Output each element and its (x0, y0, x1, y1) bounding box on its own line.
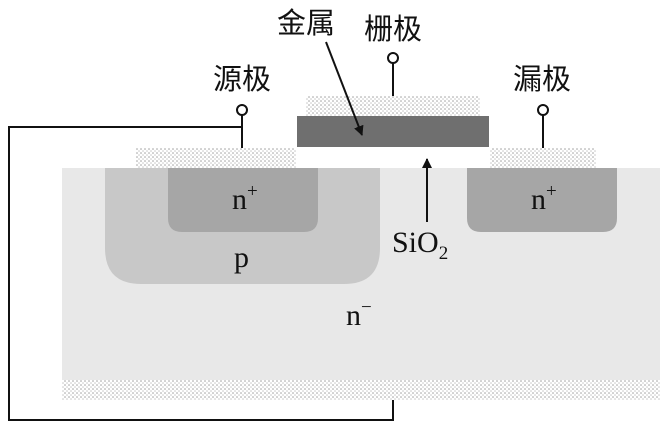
n-plus-left-label: n+ (232, 181, 258, 216)
gate-terminal-icon (387, 52, 399, 64)
drain-label: 漏极 (513, 62, 571, 96)
oxide-label: SiO2 (392, 226, 448, 264)
p-region-label: p (234, 241, 249, 274)
gate-label: 栅极 (364, 12, 422, 46)
source-label: 源极 (213, 62, 271, 96)
metal-label: 金属 (277, 6, 335, 40)
gate-metal (297, 116, 489, 147)
drain-dotted-contact (490, 148, 596, 168)
drain-terminal-icon (537, 104, 549, 116)
gate-dotted-contact (306, 96, 480, 116)
n-plus-region-left (168, 168, 318, 232)
source-terminal-icon (236, 104, 248, 116)
source-dotted-contact (136, 148, 296, 168)
bottom-dotted-contact (62, 380, 660, 400)
source-substrate-wire (8, 120, 394, 421)
metal-pointer-arrow (325, 41, 364, 136)
n-plus-right-label: n+ (531, 181, 557, 216)
n-plus-region-right (467, 168, 617, 232)
n-minus-label: n− (346, 297, 372, 332)
